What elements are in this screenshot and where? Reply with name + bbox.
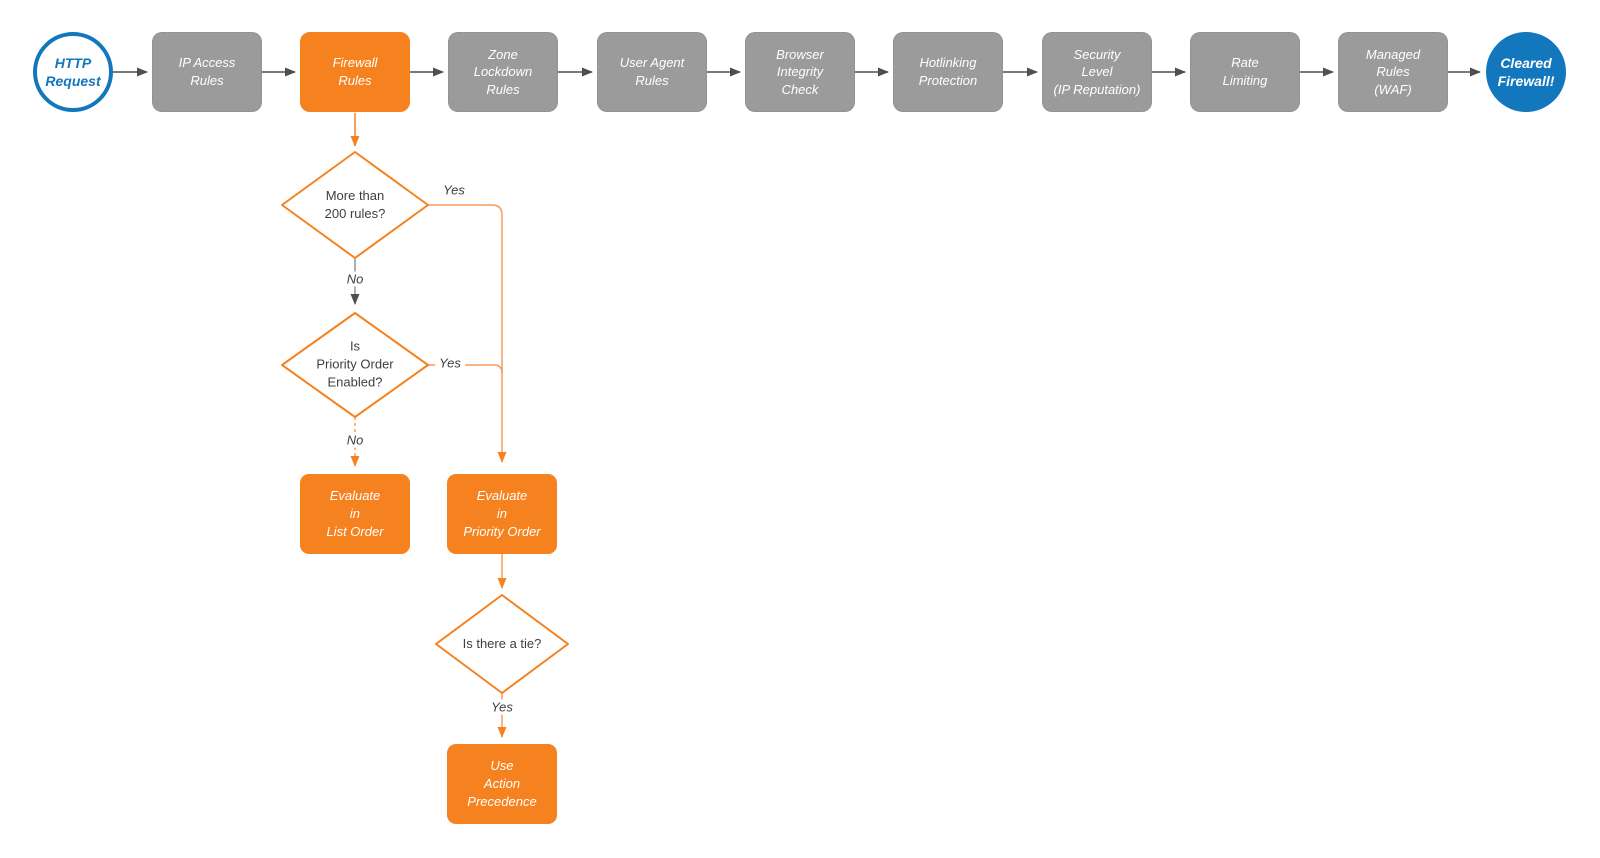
node-evaluate-in-list-order: Evaluate in List Order — [300, 474, 410, 554]
node-evaluate-in-priority-order: Evaluate in Priority Order — [447, 474, 557, 554]
decision-more-than-200-rules-shape — [281, 151, 429, 259]
edge-label-200-rules-no: No — [342, 271, 368, 287]
edge-label-priority-yes: Yes — [435, 355, 465, 371]
edge-label-tie-yes: Yes — [487, 699, 517, 715]
decision-priority-order-enabled-label: Is Priority Order Enabled? — [316, 338, 394, 391]
node-zone-lockdown-rules: Zone Lockdown Rules — [448, 32, 558, 112]
edge-decision-200-rules-yes — [428, 204, 507, 463]
decision-more-than-200-rules-label: More than 200 rules? — [324, 187, 386, 221]
node-hotlinking-protection: Hotlinking Protection — [893, 32, 1003, 112]
decision-priority-order-enabled-shape — [281, 312, 429, 418]
node-firewall-rules: Firewall Rules — [300, 32, 410, 112]
node-security-level: Security Level (IP Reputation) — [1042, 32, 1152, 112]
node-ip-access-rules: IP Access Rules — [152, 32, 262, 112]
node-rate-limiting: Rate Limiting — [1190, 32, 1300, 112]
edge-label-priority-no: No — [342, 432, 368, 448]
node-user-agent-rules: User Agent Rules — [597, 32, 707, 112]
node-use-action-precedence: Use Action Precedence — [447, 744, 557, 824]
decision-is-there-a-tie-label: Is there a tie? — [462, 635, 542, 651]
edge-label-200-rules-yes: Yes — [439, 182, 469, 198]
node-browser-integrity-check: Browser Integrity Check — [745, 32, 855, 112]
node-http-request: HTTP Request — [33, 32, 113, 112]
node-cleared-firewall: Cleared Firewall! — [1486, 32, 1566, 112]
edge-decision-priority-yes — [428, 364, 503, 374]
decision-is-there-a-tie-shape — [435, 594, 569, 694]
node-managed-rules-waf: Managed Rules (WAF) — [1338, 32, 1448, 112]
